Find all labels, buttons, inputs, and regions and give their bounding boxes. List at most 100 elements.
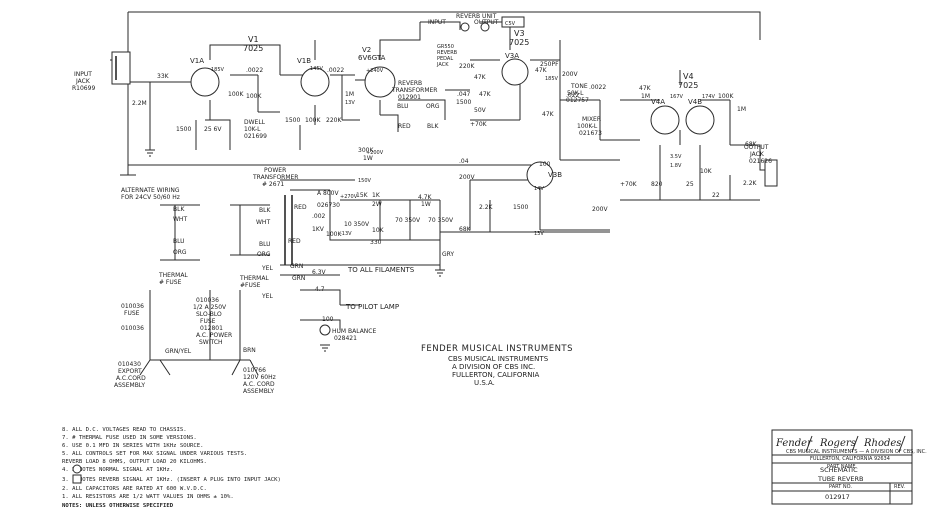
cord-2: 120V 60Hz (243, 374, 276, 381)
r-1k: 1K (372, 192, 381, 199)
r-100k-a: 100K (228, 91, 244, 98)
pilot-label: TO PILOT LAMP (345, 303, 399, 311)
r-220k: 220K (326, 117, 342, 124)
reverb-pedal-3: PEDAL (437, 56, 453, 62)
fine-print-2: FULLERTON, CALIFORNIA 92634 (810, 456, 890, 462)
title-schematic: SCHEMATIC (820, 466, 858, 474)
v-167: 167V (670, 94, 684, 100)
note-6: 6. USE 0.1 MFD IN SERIES WITH 1KHz SOURC… (62, 443, 203, 449)
brn: BRN (243, 347, 256, 354)
diodes-2: 026730 (317, 202, 340, 209)
power-xfmr-2: TRANSFORMER (252, 174, 298, 181)
pt-red: RED (294, 204, 307, 211)
v-18: 1.8V (670, 163, 682, 169)
r-470k-b: +70K (620, 181, 638, 188)
c-1kv: 1KV (312, 226, 325, 233)
output-jack-part: 021626 (749, 158, 772, 165)
c-6-3v: 6.3V (312, 269, 327, 276)
v1-label: V1 (248, 35, 259, 44)
r-100k-b: 100K (246, 93, 262, 100)
fuse-b-3: SLO-BLO (196, 311, 222, 318)
brand-rogers: Rogers (819, 438, 856, 449)
notes-block: 8. ALL D.C. VOLTAGES READ TO CHASSIS. 7.… (62, 427, 281, 509)
pt-grn: GRN (290, 263, 303, 270)
note-4: 4. DENOTES NORMAL SIGNAL AT 1KHz. (62, 467, 173, 473)
v3b-label: V3B (548, 171, 562, 179)
input-jack: INPUT JACK R10699 (72, 51, 131, 92)
component-labels: 33K 2.2M 1500 25 6V 100K .0022 100K DWEL… (132, 61, 758, 293)
filaments-label: TO ALL FILAMENTS (347, 266, 415, 274)
v3-label: V3 (514, 29, 525, 38)
r-100-a: 100 (539, 161, 551, 168)
v-13b: 13V (534, 231, 544, 237)
v-13: 13V (345, 100, 355, 106)
power-xfmr-1: POWER (264, 167, 286, 174)
v4a-label: V4A (651, 98, 665, 106)
tube-v1a: V1A (190, 57, 220, 97)
mixer-3: 021673 (579, 130, 602, 137)
c-25: 25 (686, 181, 694, 188)
cord-export-3: A.C.CORD (116, 375, 146, 382)
grn-yel: GRN/YEL (165, 348, 192, 355)
power-transformer: POWER TRANSFORMER # 2671 RED BLK WHT BLU… (252, 167, 327, 300)
note-3: 3. DENOTES REVERB SIGNAL AT 1KHz. (INSER… (62, 477, 281, 483)
v-13c: -13V (340, 231, 352, 237)
wire-org: ORG (426, 103, 440, 110)
fuse-c: 010036 (121, 325, 144, 332)
fine-print: CBS MUSICAL INSTRUMENTS — A DIVISION OF … (786, 449, 927, 455)
c-200v-b: 200V (459, 174, 475, 181)
filament-section: TO ALL FILAMENTS TO PILOT LAMP 100 HUM B… (319, 266, 415, 342)
v3-type: 7025 (509, 38, 529, 47)
c-022: .022 (566, 92, 580, 99)
note-5b: REVERB LOAD 8 OHMS, OUTPUT LOAD 20 KILOH… (62, 459, 207, 465)
alt-org: ORG (173, 249, 187, 256)
reverb-pedal-1: GR550 (437, 44, 454, 50)
r-100k-c: 100K (305, 117, 321, 124)
r-47k-a: 47K (474, 74, 487, 81)
mixer-2: 100K-L (577, 123, 598, 130)
v4-label: V4 (683, 72, 694, 81)
c-200v: 200V (562, 71, 578, 78)
tube-v3b: V3B (526, 161, 562, 189)
alt-wht: WHT (173, 216, 187, 223)
wire-gry: GRY (442, 251, 454, 258)
cord-export-4: ASSEMBLY (114, 382, 145, 389)
r-1500-a: 1500 (176, 126, 191, 133)
note-8: 8. ALL D.C. VOLTAGES READ TO CHASSIS. (62, 427, 187, 433)
hum-2: HUM BALANCE (332, 328, 376, 335)
v-185: 185V (211, 67, 225, 73)
thermal-fuse-1: THERMAL (158, 272, 188, 279)
v-240: +240V (366, 68, 384, 74)
output-jack-label-1: OUTPUT (744, 144, 769, 151)
title-tube-reverb: TUBE REVERB (817, 475, 864, 483)
r-47k-e: 47K (639, 85, 652, 92)
r-1500-b: 1500 (285, 117, 300, 124)
tone-3: 012757 (566, 97, 589, 104)
v-14: 14V (534, 186, 544, 192)
pt-yel: YEL (261, 265, 273, 272)
wire-red: RED (398, 123, 411, 130)
r-33k: 33K (157, 73, 170, 80)
input-jack-label-1: INPUT (74, 71, 92, 78)
r-2-2k: 2.2K (743, 180, 758, 187)
v1b-label: V1B (297, 57, 311, 65)
r-1500-c: 1500 (456, 99, 471, 106)
company-line-1: CBS MUSICAL INSTRUMENTS (448, 355, 549, 363)
alt-wiring-2: FOR 24CV 50/60 Hz (121, 194, 180, 201)
note-2: 2. ALL CAPACITORS ARE RATED AT 600 W.V.D… (62, 486, 207, 492)
wire-blk: BLK (427, 123, 439, 130)
normal-signal-symbol (72, 464, 82, 474)
reverb-unit-label: REVERB UNIT (456, 13, 497, 20)
r-10k-b: 10K (372, 227, 385, 234)
v-200: +200V (366, 150, 384, 156)
ground-symbols (145, 149, 445, 352)
r-2-2k-b: 2.2K (479, 204, 494, 211)
thermal-fuse-b-1: THERMAL (239, 275, 269, 282)
diodes-1: A 800V (317, 190, 339, 197)
output-jack: OUTPUT JACK 021626 (744, 144, 778, 187)
fuse-b-4: FUSE (200, 318, 216, 325)
r-68k-b: 68K (459, 226, 472, 233)
r-1500-d: 1500 (513, 204, 528, 211)
thermal-fuse-b-2: #FUSE (240, 282, 261, 289)
